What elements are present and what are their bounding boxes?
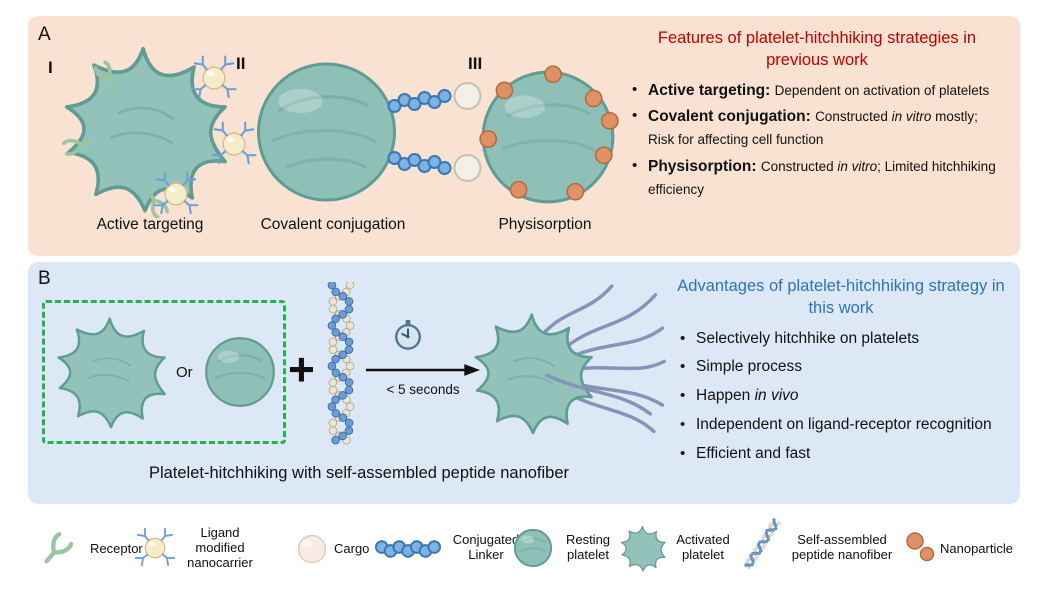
bullet-text-italic: in vitro (891, 109, 932, 124)
features-title-line2: previous work (766, 50, 868, 69)
roman-numeral-1: I (48, 58, 53, 77)
legend-label-nanofiber: Self-assembled peptide nanofiber (791, 532, 893, 562)
roman-numeral-2: II (236, 54, 246, 73)
caption-covalent-conjugation: Covalent conjugation (260, 216, 406, 233)
platelet-options-box (42, 300, 286, 444)
panel-b-caption: Platelet-hitchhiking with self-assembled… (148, 464, 570, 482)
panel-previous-work: A I (28, 16, 1020, 256)
features-title-line1: Features of platelet-hitchhiking strateg… (657, 29, 977, 47)
time-label: < 5 seconds (386, 382, 460, 397)
bullet-text: mostly; Risk for affecting cell function (648, 109, 978, 148)
advantages-block: Advantages of platelet-hitchhiking strat… (676, 276, 1006, 471)
bullet-lead: Covalent conjugation: (648, 108, 816, 125)
legend-label-linker: Conjugated Linker (452, 532, 520, 562)
receptor-icon (44, 532, 74, 564)
plus-sign: + (288, 343, 315, 395)
bullet-text: Selectively hitchhike on platelets (696, 329, 920, 347)
bullet-text: Happen (696, 387, 755, 405)
conjugated-linker-shape (387, 89, 452, 175)
legend-label-activated-platelet: Activated platelet (676, 532, 730, 562)
feature-bullet-1: Active targeting: Dependent on activatio… (628, 79, 1006, 102)
panel-b-label: B (38, 268, 51, 289)
bullet-text-italic: in vitro (837, 158, 878, 174)
features-block: Features of platelet-hitchhiking strateg… (628, 28, 1006, 204)
physisorption-illustration (479, 65, 619, 204)
cargo-icon (297, 534, 327, 564)
advantage-bullet-3: Happen in vivo (676, 384, 1006, 409)
advantage-bullet-4: Independent on ligand-receptor recogniti… (676, 413, 1006, 438)
legend-label-nanocarrier: Ligand modified nanocarrier (187, 525, 253, 570)
features-bullets: Active targeting: Dependent on activatio… (628, 79, 1006, 202)
feature-bullet-2: Covalent conjugation: Constructed in vit… (628, 105, 1006, 152)
bullet-text: Simple process (696, 358, 802, 376)
advantage-bullet-1: Selectively hitchhike on platelets (676, 327, 1006, 352)
activated-platelet-illustration (62, 46, 227, 218)
legend-label-resting-platelet: Resting platelet (565, 532, 611, 562)
features-title: Features of platelet-hitchhiking strateg… (628, 28, 1006, 72)
covalent-conjugation-illustration (257, 62, 482, 202)
advantages-bullets: Selectively hitchhike on platelets Simpl… (676, 327, 1006, 467)
panel-a-label: A (38, 24, 51, 45)
advantage-bullet-5: Efficient and fast (676, 442, 1006, 467)
bullet-text: Constructed (760, 158, 838, 174)
legend-label-cargo: Cargo (334, 541, 370, 556)
nanoparticle-icon (906, 532, 935, 562)
legend-label-receptor: Receptor (90, 541, 143, 556)
ligand-nanocarrier-icon (211, 121, 257, 165)
receptor-shapes (62, 60, 169, 218)
advantages-title: Advantages of platelet-hitchhiking strat… (676, 276, 1006, 320)
resting-platelet-icon (513, 528, 553, 568)
bullet-text-italic: in vivo (754, 387, 799, 405)
ligand-nanocarrier-icon (191, 55, 237, 99)
bullet-text: ; Limited hitchhiking efficiency (648, 158, 996, 198)
activated-platelet-option (57, 317, 166, 429)
legend: Receptor Ligand modified nanocarrier Car… (0, 505, 1047, 589)
nanofiber-icon (734, 514, 793, 582)
advantages-title-line2: this work (808, 298, 874, 317)
caption-physisorption: Physisorption (498, 216, 592, 233)
nanoparticle-shapes (479, 65, 619, 201)
bullet-text: Constructed (815, 109, 892, 124)
peptide-nanofiber-illustration (327, 282, 355, 452)
panel-this-work: B Or + (28, 262, 1020, 504)
caption-active-targeting: Active targeting (96, 216, 204, 233)
bullet-text: Efficient and fast (696, 444, 811, 462)
bullet-lead: Physisorption: (648, 157, 761, 175)
ligand-nanocarrier-icon (134, 527, 176, 567)
advantages-title-line1: Advantages of platelet-hitchhiking strat… (677, 277, 1005, 295)
platelet-with-nanofibers-illustration (474, 284, 666, 435)
legend-label-nanoparticle: Nanoparticle (940, 541, 1013, 556)
activated-platelet-icon (620, 525, 666, 572)
bullet-text: Independent on ligand-receptor recogniti… (696, 415, 992, 433)
bullet-text: Dependent on activation of platelets (774, 82, 990, 98)
conjugated-linker-icon (374, 540, 442, 558)
bullet-lead: Active targeting: (648, 81, 775, 99)
advantage-bullet-2: Simple process (676, 355, 1006, 380)
clock-icon (395, 319, 421, 350)
feature-bullet-3: Physisorption: Constructed in vitro; Lim… (628, 155, 1006, 202)
reaction-arrow-icon (365, 364, 481, 376)
roman-numeral-3: III (468, 54, 483, 73)
or-label: Or (176, 364, 193, 381)
ligand-nanocarrier-icon (153, 171, 199, 215)
resting-platelet-option (205, 337, 275, 407)
